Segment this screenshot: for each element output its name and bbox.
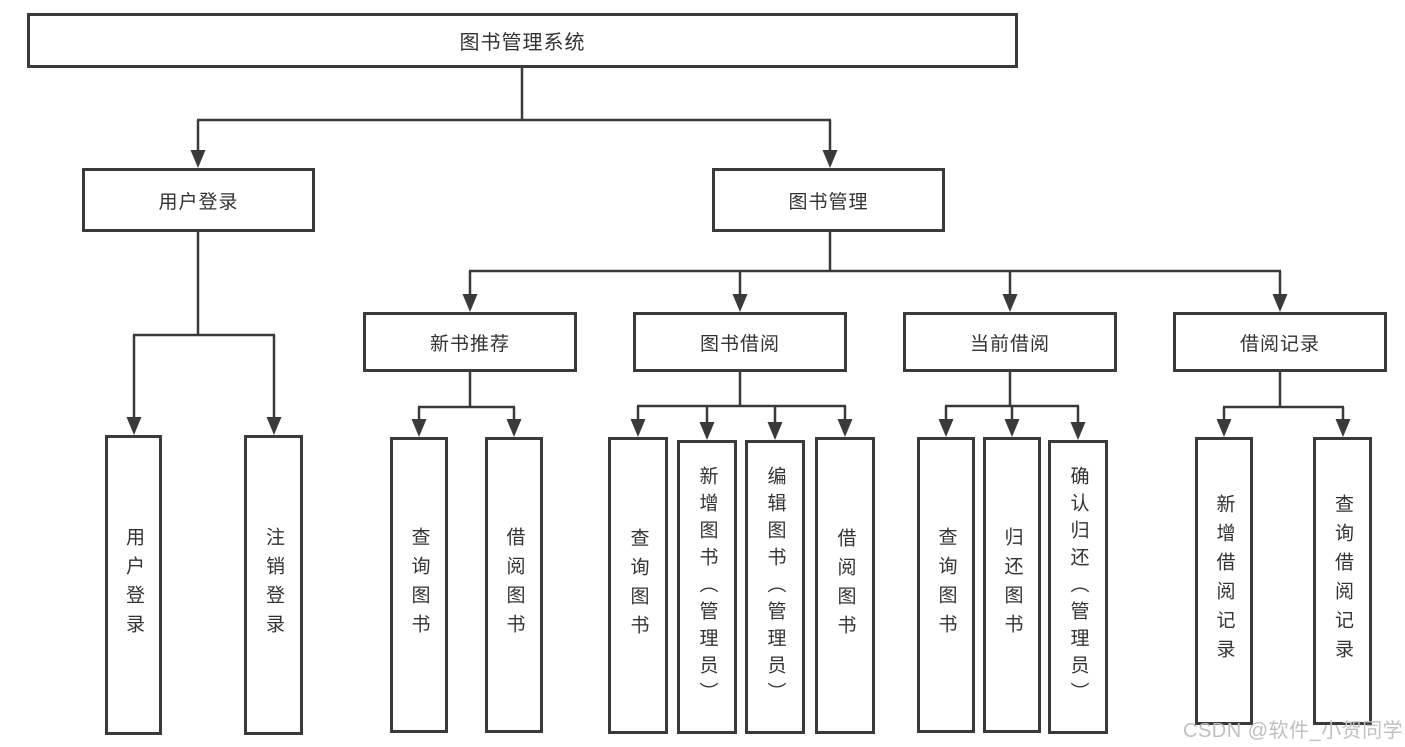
leaf-confirm-return-admin: 确认归还（管理员） [1048, 440, 1108, 734]
node-label: 用户登录 [158, 191, 239, 213]
leaf-query-books-1: 查询图书 [390, 437, 448, 733]
node-label: 借阅图书 [834, 527, 856, 644]
node-label: 确认归还（管理员） [1067, 465, 1089, 709]
node-label: 查询借阅记录 [1332, 494, 1353, 668]
leaf-query-books-2: 查询图书 [608, 437, 668, 734]
node-label: 图书管理系统 [459, 32, 586, 54]
node-label: 编辑图书（管理员） [764, 465, 786, 709]
leaf-user-login: 用户登录 [105, 435, 162, 735]
node-label: 查询图书 [935, 527, 957, 643]
node-user-login: 用户登录 [82, 168, 315, 232]
node-label: 注销登录 [263, 527, 284, 643]
leaf-logout: 注销登录 [244, 435, 303, 735]
node-label: 归还图书 [1001, 527, 1023, 643]
node-label: 图书管理 [788, 191, 869, 213]
node-label: 借阅图书 [503, 527, 525, 643]
leaf-query-books-3: 查询图书 [917, 437, 975, 733]
node-library-management-system: 图书管理系统 [27, 13, 1018, 68]
leaf-return-book: 归还图书 [983, 437, 1041, 733]
node-label: 查询图书 [627, 527, 649, 644]
node-label: 图书借阅 [699, 333, 780, 355]
node-current-borrowing: 当前借阅 [903, 312, 1117, 372]
node-label: 借阅记录 [1239, 333, 1320, 355]
node-label: 用户登录 [123, 527, 144, 643]
node-label: 查询图书 [408, 527, 430, 643]
node-new-book-recommend: 新书推荐 [363, 312, 577, 372]
leaf-add-book-admin: 新增图书（管理员） [677, 440, 737, 734]
node-book-borrowing: 图书借阅 [633, 312, 847, 372]
leaf-borrow-books-2: 借阅图书 [815, 437, 875, 734]
node-borrowing-records: 借阅记录 [1173, 312, 1387, 372]
leaf-edit-book-admin: 编辑图书（管理员） [745, 440, 805, 734]
leaf-borrow-books-1: 借阅图书 [485, 437, 543, 733]
node-book-management: 图书管理 [712, 168, 945, 232]
node-label: 新书推荐 [429, 333, 510, 355]
watermark: CSDN @软件_小贺同学 [1183, 720, 1404, 742]
node-label: 新增图书（管理员） [696, 465, 718, 709]
node-label: 新增借阅记录 [1213, 494, 1235, 668]
node-label: 当前借阅 [969, 333, 1050, 355]
leaf-add-borrow-record: 新增借阅记录 [1195, 437, 1253, 725]
leaf-query-borrow-record: 查询借阅记录 [1313, 437, 1372, 725]
